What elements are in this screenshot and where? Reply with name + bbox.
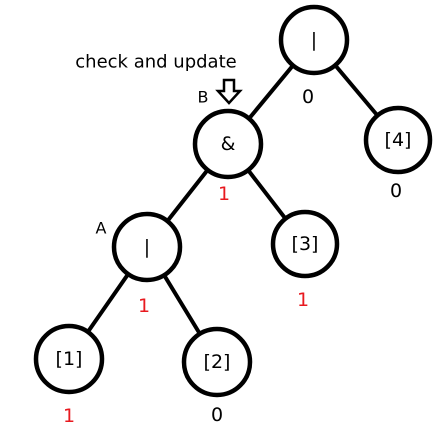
node-leaf-1: [1] 1 [33, 323, 105, 427]
node-value: 0 [211, 404, 223, 426]
node-label: | [311, 29, 317, 51]
node-leaf-2: [2] 0 [181, 326, 253, 426]
node-and-b: & 1 B [192, 88, 264, 205]
node-leaf-3: [3] 1 [270, 209, 340, 311]
node-circle [111, 211, 183, 283]
node-root-or: |0 [278, 4, 350, 108]
node-label: [4] [385, 129, 412, 151]
node-value: 1 [297, 289, 309, 311]
node-marker: B [198, 88, 209, 107]
node-leaf-4: [4] 0 [363, 105, 433, 202]
node-label: [1] [56, 348, 83, 370]
node-value: 1 [138, 295, 150, 317]
node-value: 0 [302, 86, 314, 108]
node-value: 1 [218, 183, 230, 205]
node-label: [2] [204, 351, 231, 373]
node-value: 1 [63, 405, 75, 427]
down-arrow-icon [215, 78, 243, 105]
node-circle [363, 105, 433, 175]
node-circle [181, 326, 253, 398]
annotation-text: check and update [75, 52, 236, 73]
node-label: | [144, 236, 150, 258]
node-circle [33, 323, 105, 395]
node-value: 0 [390, 180, 402, 202]
node-circle [278, 4, 350, 76]
node-or-a: | 1 A [96, 211, 183, 317]
annotation-layer: check and update [75, 52, 243, 105]
node-label: [3] [292, 233, 319, 255]
node-circle [192, 108, 264, 180]
nodes-layer: |0&1B[4]0|1A[3]1[1]1[2]0 [33, 4, 433, 427]
node-label: & [221, 133, 236, 155]
node-circle [270, 209, 340, 279]
node-marker: A [96, 219, 107, 238]
